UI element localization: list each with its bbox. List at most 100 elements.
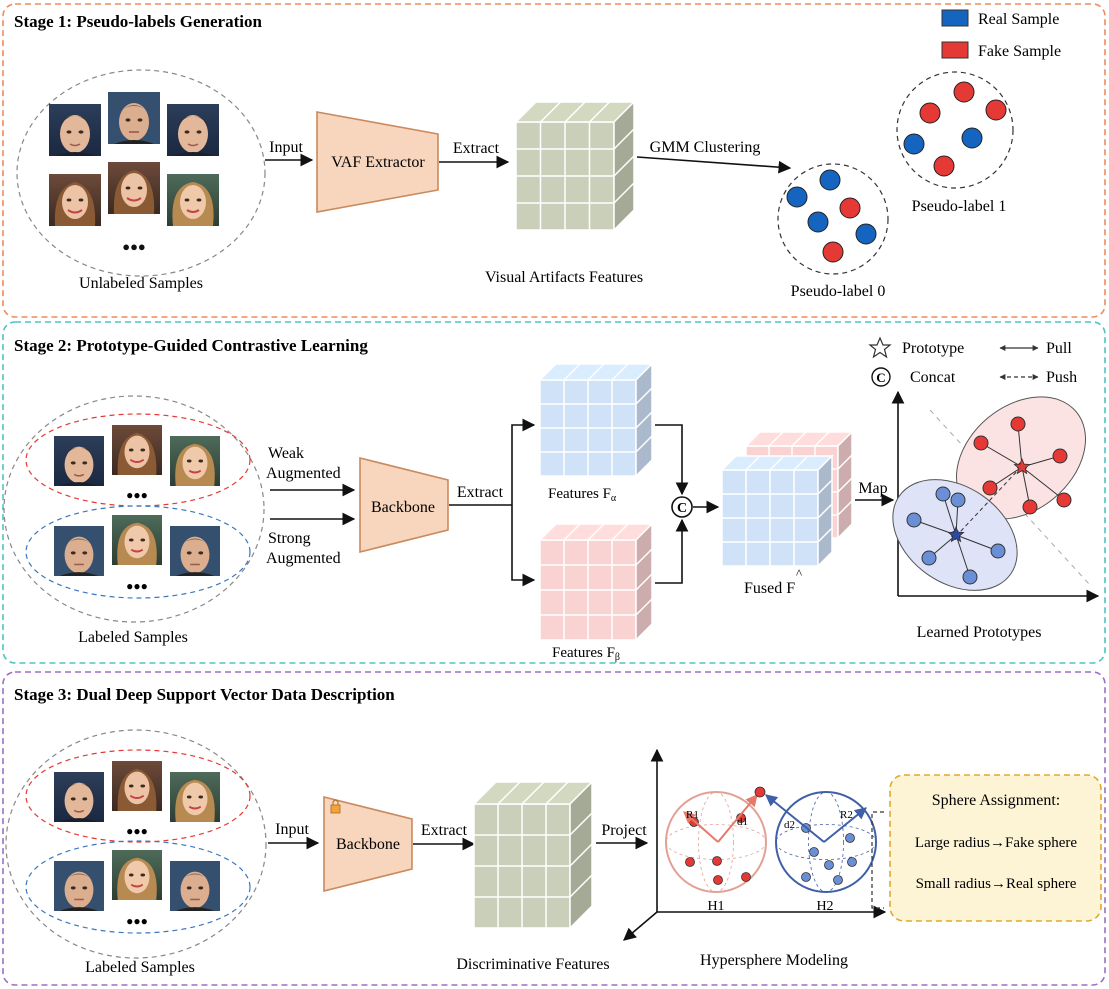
face-thumbnail bbox=[54, 861, 104, 911]
face-thumbnail bbox=[49, 174, 101, 226]
face-thumbnail bbox=[112, 850, 162, 900]
sample-point bbox=[962, 569, 978, 585]
sample-point bbox=[990, 543, 1006, 559]
pseudo-label-0-text: Pseudo-label 0 bbox=[791, 283, 886, 300]
concat-operator-letter: C bbox=[677, 501, 687, 516]
lock-icon-shackle bbox=[332, 799, 339, 805]
h2-label: H2 bbox=[816, 899, 833, 914]
ellipsis-dots: ●●● bbox=[126, 824, 148, 838]
sample-point bbox=[809, 847, 819, 857]
learned-prototypes-label: Learned Prototypes bbox=[917, 624, 1042, 641]
vaf-extractor-label: VAF Extractor bbox=[331, 154, 425, 171]
pseudo-label-1-text: Pseudo-label 1 bbox=[912, 198, 1007, 215]
stage1-border bbox=[2, 3, 1106, 318]
d1-label: d1 bbox=[737, 816, 748, 828]
stage2-border bbox=[2, 321, 1106, 664]
strong-augmented-label-2: Augmented bbox=[266, 550, 341, 567]
fake-sample-point bbox=[839, 197, 861, 219]
visual-artifacts-features-label: Visual Artifacts Features bbox=[485, 269, 643, 286]
real-sample-point bbox=[807, 211, 829, 233]
stage3-title: Stage 3: Dual Deep Support Vector Data D… bbox=[14, 685, 395, 704]
fake-sample-point bbox=[822, 241, 844, 263]
visual-artifacts-feature-cube bbox=[514, 100, 636, 232]
legend-fake-swatch bbox=[941, 41, 969, 59]
pseudo-label-1-points bbox=[903, 81, 1007, 177]
radius-r2 bbox=[823, 807, 867, 843]
d2-label: d2 bbox=[784, 819, 795, 831]
query-sample-point bbox=[754, 786, 766, 798]
r2-label: R2 bbox=[840, 809, 853, 821]
face-thumbnail bbox=[108, 92, 160, 144]
discriminative-features-cube bbox=[472, 780, 594, 930]
map-label: Map bbox=[858, 480, 887, 497]
labeled-samples-label: Labeled Samples bbox=[85, 959, 195, 976]
beta-branch-arrow bbox=[511, 505, 536, 587]
real-sample-point bbox=[786, 186, 808, 208]
lock-icon bbox=[330, 804, 341, 814]
fake-sample-point bbox=[919, 102, 941, 124]
face-thumbnail bbox=[167, 104, 219, 156]
sample-point bbox=[713, 875, 723, 885]
discriminative-features-label: Discriminative Features bbox=[456, 956, 609, 973]
sample-point bbox=[973, 435, 989, 451]
weak-augmented-label-1: Weak bbox=[268, 445, 304, 462]
labeled-samples-ellipse bbox=[3, 395, 265, 623]
vaf-extractor-block bbox=[316, 111, 439, 213]
sphere-outline bbox=[775, 791, 877, 893]
extract-label: Extract bbox=[421, 822, 468, 839]
face-thumbnail bbox=[170, 436, 220, 486]
fake-sample-point bbox=[953, 81, 975, 103]
fake-sample-point bbox=[985, 99, 1007, 121]
sample-point bbox=[845, 833, 855, 843]
sphere-assignment-box bbox=[889, 774, 1102, 922]
hypersphere-z-axis bbox=[623, 911, 658, 941]
large-radius-rule: Large radius→Fake sphere bbox=[915, 835, 1078, 851]
sample-point bbox=[824, 860, 834, 870]
sample-point bbox=[950, 492, 966, 508]
hypersphere-modeling-label: Hypersphere Modeling bbox=[700, 952, 848, 969]
real-sample-point bbox=[903, 133, 925, 155]
distance-d2 bbox=[765, 794, 825, 843]
extract-label: Extract bbox=[453, 140, 500, 157]
legend-fake-label: Fake Sample bbox=[978, 43, 1061, 60]
fake-sample-point bbox=[933, 155, 955, 177]
radius-r1 bbox=[683, 811, 719, 843]
labeled-samples-label: Labeled Samples bbox=[78, 629, 188, 646]
fused-hat: ^ bbox=[796, 566, 802, 581]
face-thumbnail bbox=[112, 515, 162, 565]
pseudo-label-0-points bbox=[786, 169, 877, 263]
face-thumbnail bbox=[112, 761, 162, 811]
concat-operator-icon bbox=[671, 496, 693, 518]
learned-prototypes-plot bbox=[891, 390, 1100, 603]
unlabeled-samples-ellipse bbox=[16, 69, 266, 277]
face-thumbnail bbox=[170, 526, 220, 576]
pseudo-label-1-cluster bbox=[896, 71, 1014, 189]
ellipsis-dots: ●●● bbox=[126, 579, 148, 593]
backbone-label: Backbone bbox=[371, 499, 435, 516]
ellipsis-dots: ●●● bbox=[126, 488, 148, 502]
sample-point bbox=[741, 872, 751, 882]
features-alpha-label: Features Fα bbox=[548, 486, 617, 504]
prototype-star-icon bbox=[947, 525, 965, 543]
face-thumbnail bbox=[108, 162, 160, 214]
sample-point bbox=[712, 856, 722, 866]
legend-push-label: Push bbox=[1046, 369, 1077, 386]
small-radius-rule: Small radius→Real sphere bbox=[916, 876, 1077, 892]
sample-point bbox=[685, 857, 695, 867]
strong-augmented-label-1: Strong bbox=[268, 530, 311, 547]
real-group-ellipse bbox=[25, 840, 251, 934]
legend-real-label: Real Sample bbox=[978, 11, 1059, 28]
concat-icon-letter: C bbox=[876, 370, 885, 385]
fake-group-ellipse bbox=[25, 749, 251, 843]
stage1-title: Stage 1: Pseudo-labels Generation bbox=[14, 12, 262, 31]
face-thumbnail bbox=[170, 861, 220, 911]
sphere-assignment-title: Sphere Assignment: bbox=[932, 792, 1060, 809]
r1-label: R1 bbox=[686, 809, 699, 821]
gmm-clustering-label: GMM Clustering bbox=[650, 139, 761, 156]
input-label: Input bbox=[275, 821, 309, 838]
fake-prototype-cluster bbox=[973, 416, 1072, 515]
hypersphere-h2: R2 d2 bbox=[754, 786, 877, 893]
sample-point bbox=[833, 875, 843, 885]
prototype-star-icon bbox=[1013, 457, 1031, 475]
